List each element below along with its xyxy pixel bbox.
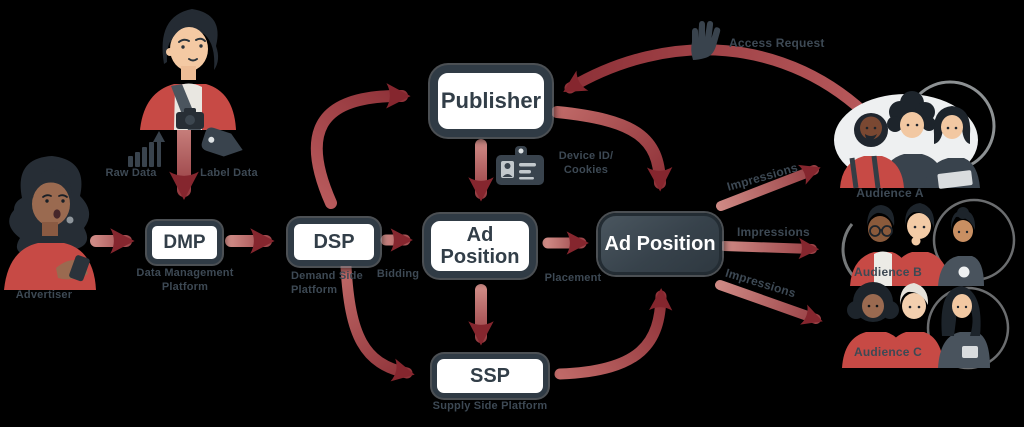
bidding-label: Bidding [376,268,420,280]
ad-position-node: Ad Position [424,214,536,278]
device-id-cookies-label: Device ID/ Cookies [558,150,614,176]
audience-b-label: Audience B [853,265,922,279]
audience-b-illustration [841,198,1016,286]
data-provider-illustration [140,9,236,130]
arrow-access-request-curve [563,44,878,126]
audience-c-illustration [842,282,1010,370]
price-tag-icon [201,127,243,157]
arrow-ssp-to-adposition-main-curve [554,288,673,380]
arrow-dsp-to-ssp-curve [340,261,415,382]
arrow-impressions-b [719,237,820,260]
bar-chart-growth-icon [128,131,165,167]
dsp-full-label: Demand Side Platform [291,270,363,296]
impressions-b-label: Impressions [737,225,810,239]
label-data-label: Label Data [200,167,258,179]
ssp-node: SSP [432,354,548,398]
advertiser-illustration [4,156,96,290]
raw-data-label: Raw Data [105,167,157,179]
publisher-node: Publisher [430,65,552,137]
audience-a-label: Audience A [856,186,924,200]
dsp-node: DSP [288,218,380,266]
arrow-impressions-c [715,280,823,325]
raised-hand-icon [691,20,721,60]
audience-c-label: Audience C [853,345,922,359]
advertiser-label: Advertiser [15,289,73,301]
arrow-impressions-a [716,164,821,211]
placement-label: Placement [544,272,602,284]
ad-position-main-node: Ad Position [598,213,722,275]
audience-a-illustration [834,80,996,189]
id-card-icon [496,146,544,185]
ssp-full-label: Supply Side Platform [432,400,548,412]
arrow-publisher-to-adposition-main-curve [551,106,673,192]
dmp-node: DMP [147,221,222,264]
arrow-dsp-to-publisher-curve [310,83,411,209]
dmp-full-label: Data Management Platform [136,267,234,293]
access-request-label: Access Request [729,36,825,50]
